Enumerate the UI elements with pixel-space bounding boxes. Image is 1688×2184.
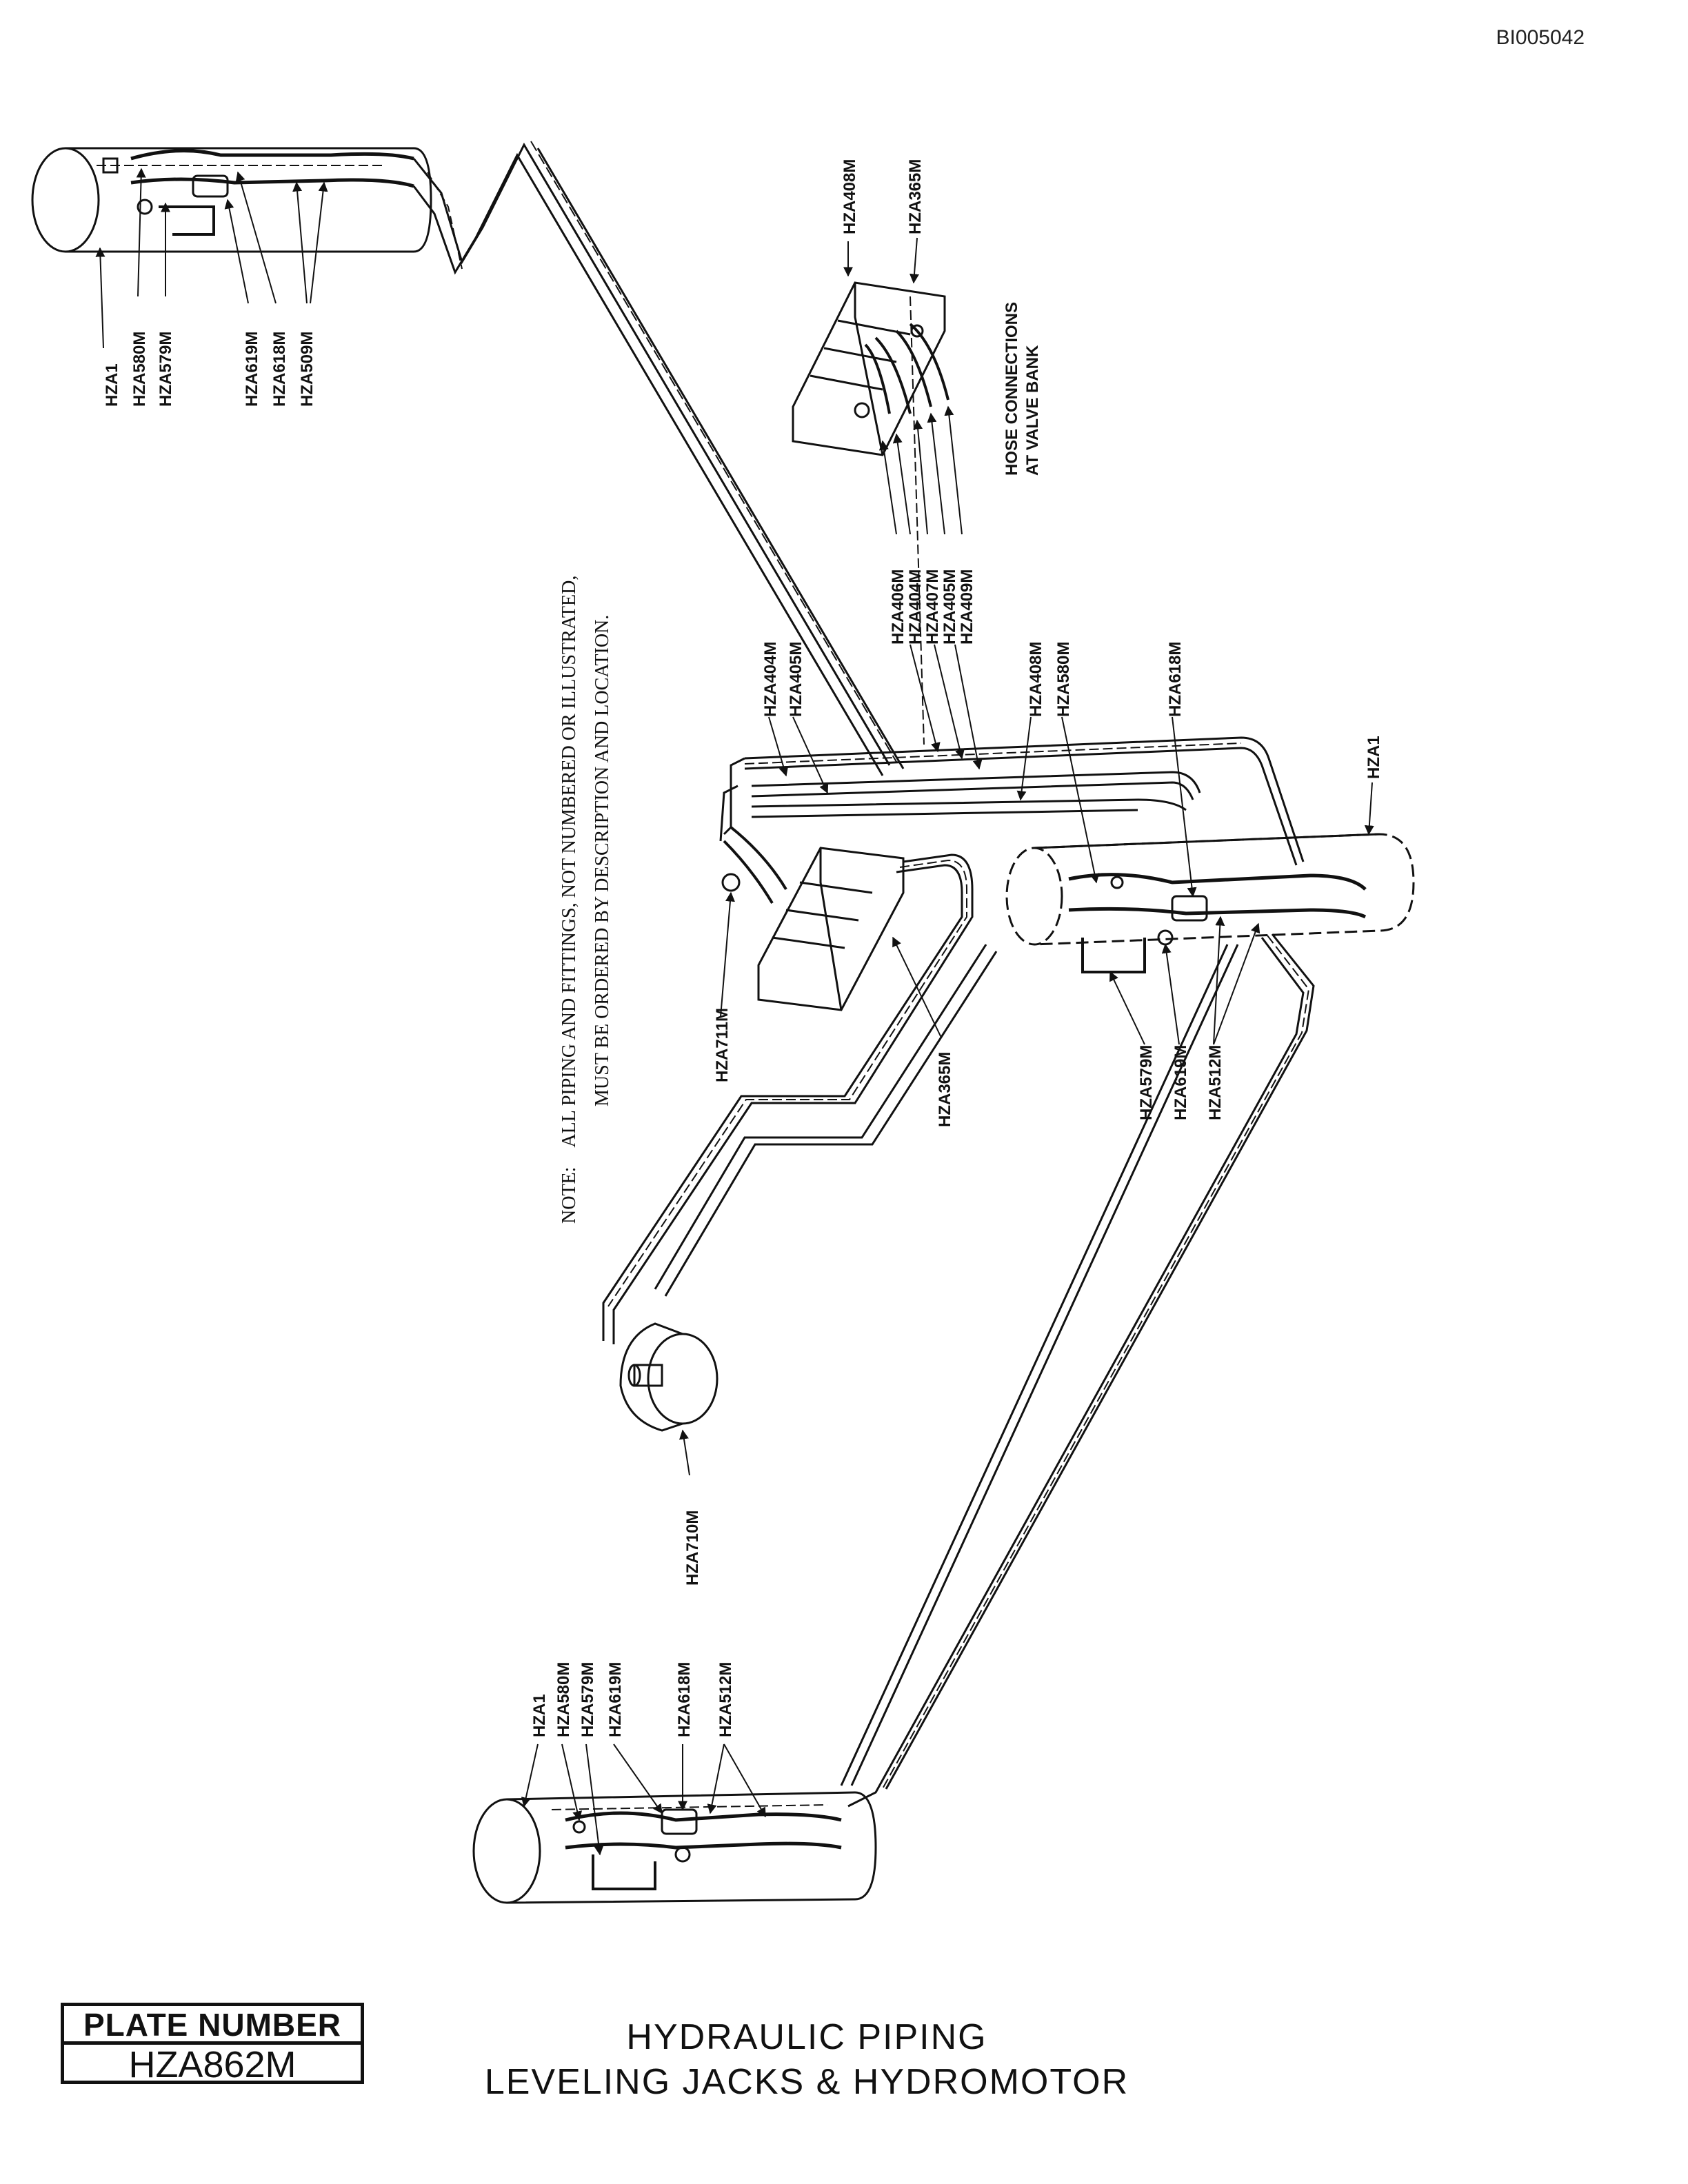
callouts-bottom-jack: HZA1 HZA580M HZA579M HZA619M HZA618M HZA… (530, 1662, 735, 1737)
callout-label: HZA408M (1027, 642, 1045, 717)
callout-label: HZA409M (958, 569, 976, 645)
callouts-valve-bank-top: HZA408M HZA365M (841, 159, 925, 234)
callouts-right-jack: HZA1 (1365, 736, 1383, 779)
callout-label: HZA1 (103, 363, 121, 407)
valve-bank-top (792, 281, 950, 456)
callout-label: HZA1 (530, 1694, 549, 1737)
title-line-2: LEVELING JACKS & HYDROMOTOR (484, 2062, 1129, 2102)
top-left-jack-cylinder (31, 147, 432, 253)
title-line-1: HYDRAULIC PIPING (626, 2017, 987, 2057)
callout-label: HZA710M (683, 1510, 702, 1586)
callout-label: HZA365M (906, 159, 925, 234)
callout-label: HZA618M (270, 332, 289, 407)
note-prefix: NOTE: (559, 1166, 580, 1224)
center-piping-runs (719, 296, 1305, 866)
callout-label: HZA405M (941, 569, 959, 645)
callout-label: HZA408M (841, 159, 859, 234)
right-to-bottom-pipe-run (840, 933, 1315, 1808)
callouts-center-right: HZA408M HZA580M HZA618M (1027, 642, 1185, 717)
leader-lines (95, 168, 1374, 1856)
callout-label: HZA404M (761, 642, 780, 717)
callout-label: HZA512M (716, 1662, 735, 1737)
callout-label: HZA509M (298, 332, 316, 407)
callout-label: HZA619M (1172, 1045, 1190, 1120)
plate-label: PLATE NUMBER (64, 2006, 361, 2045)
callout-label: HZA579M (157, 332, 175, 407)
document-id: BI005042 (1496, 26, 1585, 49)
valve-bank-caption: HOSE CONNECTIONS AT VALVE BANK (1003, 302, 1042, 476)
callouts-right-jack-lower: HZA579M HZA619M HZA512M (1137, 1045, 1225, 1120)
callouts-motor: HZA710M (683, 1510, 702, 1586)
callouts-top-left-jack: HZA1 HZA580M HZA579M HZA619M HZA618M HZA… (103, 332, 316, 407)
callout-label: HZA1 (1365, 736, 1383, 779)
callout-label: HZA580M (554, 1662, 573, 1737)
callout-label: HZA711M (713, 1008, 732, 1082)
callouts-center-valve: HZA711M HZA365M (713, 1008, 954, 1127)
right-jack-cylinder (1005, 833, 1415, 973)
callout-label: HZA405M (787, 642, 805, 717)
callout-label: HZA579M (579, 1662, 597, 1737)
note-block: NOTE: ALL PIPING AND FITTINGS, NOT NUMBE… (559, 576, 581, 1224)
plate-number: HZA862M (128, 2044, 297, 2085)
callout-label: HZA365M (936, 1052, 954, 1127)
callout-label: HZA512M (1206, 1045, 1225, 1120)
hydromotor (619, 1322, 719, 1432)
callout-label: HZA619M (243, 332, 261, 407)
callouts-valve-bank-hoses: HZA406M HZA404M HZA407M HZA405M HZA409M (889, 569, 976, 645)
callout-label: HZA580M (1054, 642, 1073, 717)
callout-label: HZA618M (1166, 642, 1185, 717)
bottom-jack-cylinder (472, 1791, 877, 1904)
callout-label: HZA407M (923, 569, 942, 645)
callout-label: HZA404M (906, 569, 925, 645)
callout-label: HZA619M (606, 1662, 625, 1737)
callouts-center-manifold: HZA404M HZA405M (761, 642, 805, 717)
note-block-2: MUST BE ORDERED BY DESCRIPTION AND LOCAT… (592, 615, 614, 1106)
motor-pipe-run (602, 853, 998, 1344)
callout-label: HZA406M (889, 569, 907, 645)
note-line-2: MUST BE ORDERED BY DESCRIPTION AND LOCAT… (592, 614, 613, 1106)
plate-number-box: PLATE NUMBER HZA862M (61, 2003, 364, 2085)
caption-line: HOSE CONNECTIONS (1003, 302, 1021, 476)
caption-line: AT VALVE BANK (1023, 345, 1042, 476)
callout-label: HZA618M (675, 1662, 694, 1737)
center-valve-block (721, 826, 905, 1011)
callout-label: HZA580M (130, 332, 149, 407)
callout-label: HZA579M (1137, 1045, 1156, 1120)
top-left-pipe-run (412, 141, 905, 776)
note-line-1: ALL PIPING AND FITTINGS, NOT NUMBERED OR… (559, 575, 580, 1148)
